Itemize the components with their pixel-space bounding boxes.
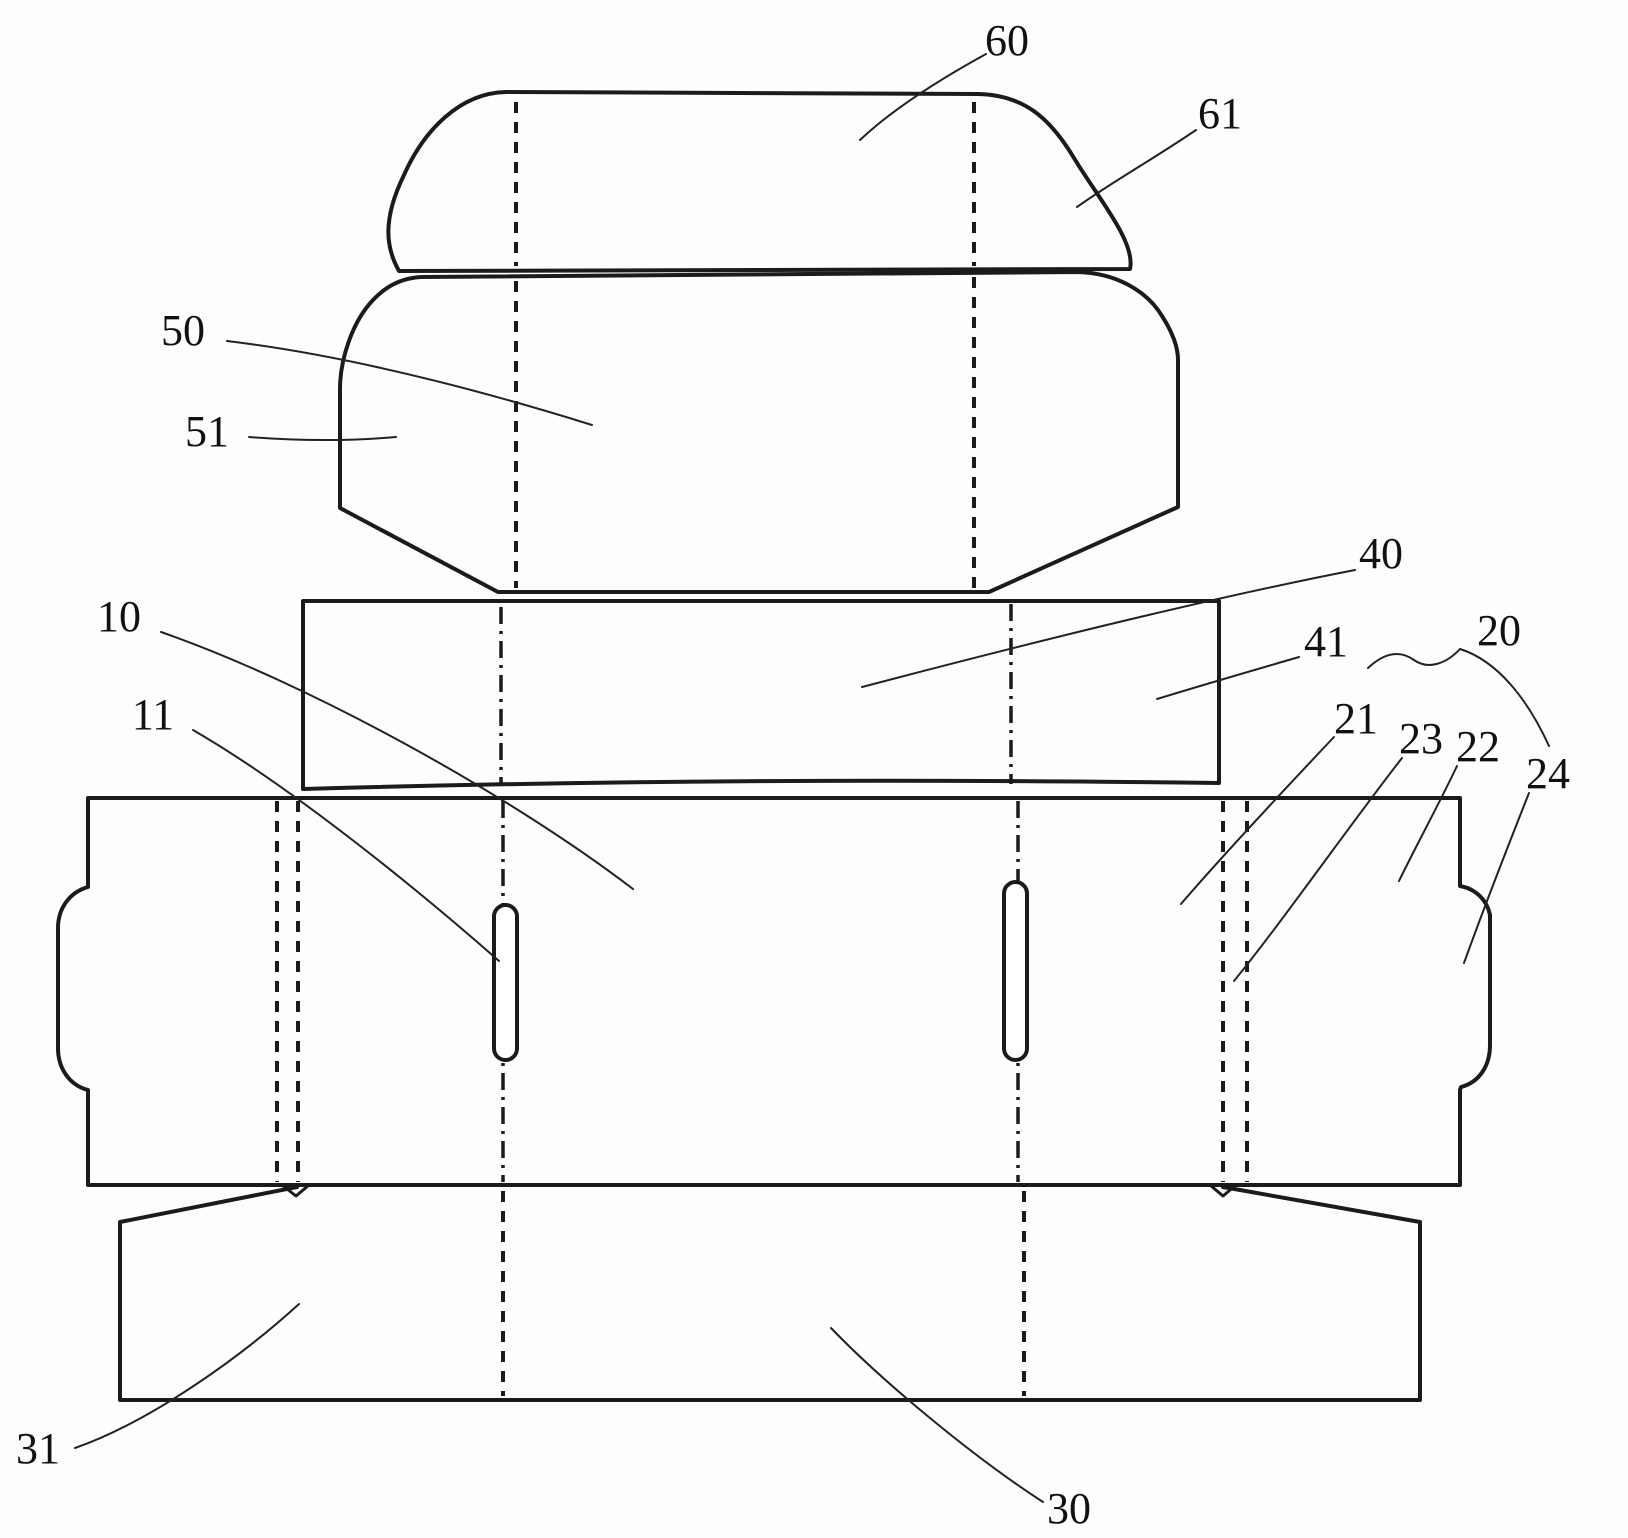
ref-label-20: 20 bbox=[1477, 606, 1521, 655]
ref-label-41: 41 bbox=[1304, 617, 1348, 666]
ref-label-11: 11 bbox=[132, 690, 174, 739]
leader-line-11 bbox=[192, 729, 500, 962]
leader-lines bbox=[74, 53, 1550, 1503]
ref-label-23: 23 bbox=[1399, 714, 1443, 763]
ref-label-10: 10 bbox=[97, 592, 141, 641]
leader-line-21 bbox=[1180, 736, 1335, 905]
leader-line-23 bbox=[1233, 757, 1403, 982]
ref-label-61: 61 bbox=[1198, 89, 1242, 138]
ref-label-24: 24 bbox=[1526, 749, 1570, 798]
main-body-outline bbox=[56, 796, 1492, 1187]
slot-cutout-right bbox=[1002, 880, 1029, 1062]
leader-line-60 bbox=[859, 53, 987, 141]
ref-label-30: 30 bbox=[1047, 1484, 1091, 1533]
leader-line-51 bbox=[248, 436, 397, 441]
ref-label-31: 31 bbox=[16, 1424, 60, 1473]
leader-line-10 bbox=[160, 631, 634, 890]
slot-cutouts bbox=[492, 880, 1029, 1062]
leader-line-50 bbox=[226, 340, 593, 426]
leader-line-61 bbox=[1076, 129, 1197, 208]
leader-line-24 bbox=[1463, 792, 1530, 964]
leader-brace-20 bbox=[1367, 647, 1550, 747]
leader-line-40 bbox=[861, 569, 1356, 688]
ref-label-51: 51 bbox=[185, 407, 229, 456]
leader-line-22 bbox=[1398, 765, 1458, 882]
bottom-panel-outline bbox=[118, 1185, 1422, 1402]
ref-label-22: 22 bbox=[1456, 722, 1500, 771]
panel-outlines bbox=[56, 90, 1492, 1402]
leader-line-41 bbox=[1156, 656, 1300, 700]
front-panel-outline bbox=[301, 599, 1221, 791]
lid-panel-outline bbox=[338, 270, 1180, 594]
fold-lines bbox=[275, 102, 1249, 1396]
ref-label-50: 50 bbox=[161, 306, 205, 355]
slot-cutout-left bbox=[492, 903, 519, 1062]
reference-labels: 60 61 50 51 40 41 20 10 11 21 23 22 24 3… bbox=[16, 16, 1570, 1533]
ref-label-21: 21 bbox=[1334, 694, 1378, 743]
notch-left bbox=[281, 1183, 310, 1198]
top-flap-outline bbox=[386, 90, 1133, 273]
leader-line-31 bbox=[74, 1303, 300, 1449]
notch-right bbox=[1209, 1183, 1237, 1198]
leader-line-30 bbox=[830, 1327, 1044, 1503]
ref-label-60: 60 bbox=[985, 16, 1029, 65]
ref-label-40: 40 bbox=[1359, 529, 1403, 578]
